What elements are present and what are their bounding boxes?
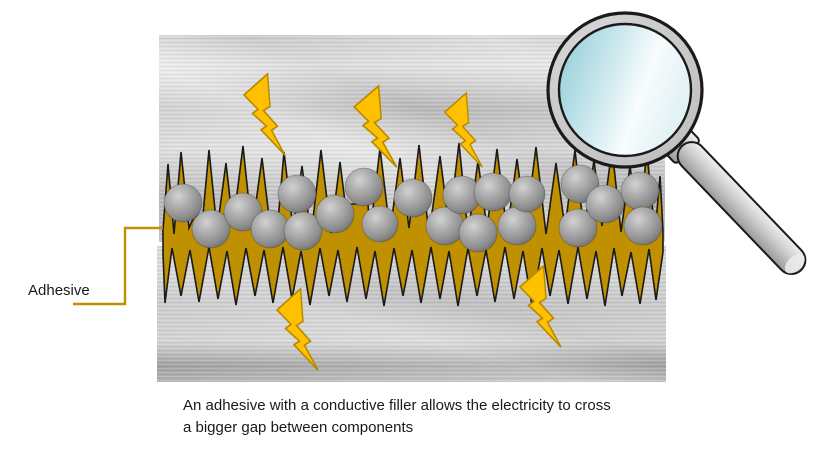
magnifying-glass-icon [546,11,807,276]
filler-particle-sphere [458,213,498,253]
filler-particle-sphere [508,175,546,213]
filler-particle-sphere [585,184,625,224]
caption-line-2: a bigger gap between components [183,419,414,436]
elbow-connector-line [73,226,163,306]
filler-particle-sphere [393,178,433,218]
filler-particle-sphere [623,206,663,246]
filler-particle-sphere [191,209,231,249]
caption-line-1: An adhesive with a conductive filler all… [183,397,611,414]
caption: An adhesive with a conductive filler all… [183,395,611,439]
filler-particle-sphere [283,211,323,251]
filler-particles [163,164,663,253]
filler-particle-sphere [315,194,355,234]
adhesive-label: Adhesive [28,282,90,299]
filler-particle-sphere [620,171,660,211]
magnifier-handle [676,141,807,276]
filler-particle-sphere [473,172,513,212]
filler-particle-sphere [344,167,384,207]
filler-particle-sphere [361,205,399,243]
magnifier-handle-cap-highlight [784,253,805,274]
filler-particle-sphere [277,174,317,214]
magnifier-lens [557,22,693,158]
filler-particle-sphere [497,206,537,246]
filler-particle-sphere [558,208,598,248]
filler-particle-sphere [250,209,290,249]
filler-particle-sphere [163,183,203,223]
